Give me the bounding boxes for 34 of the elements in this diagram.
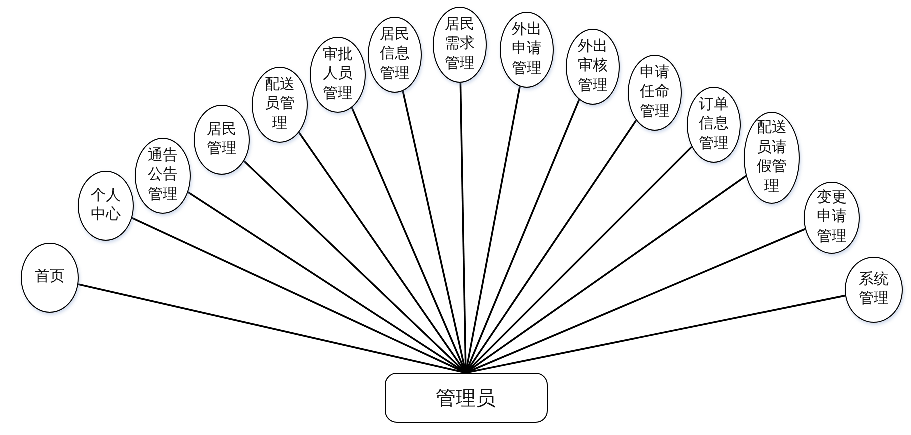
function-ellipse bbox=[500, 12, 554, 88]
function-ellipse bbox=[804, 182, 860, 254]
connector-line bbox=[78, 284, 466, 374]
function-ellipse bbox=[845, 257, 903, 323]
connector-line bbox=[466, 294, 846, 374]
node-label: 申请任命管理 bbox=[640, 64, 670, 122]
function-ellipse bbox=[21, 243, 79, 313]
node-label: 审批人员管理 bbox=[322, 46, 354, 104]
node-label: 变更申请管理 bbox=[816, 188, 848, 247]
role-box bbox=[384, 373, 548, 423]
node-label: 系统管理 bbox=[858, 270, 890, 309]
node-label: 居民需求管理 bbox=[444, 16, 476, 74]
node-label: 居民信息管理 bbox=[380, 26, 410, 84]
node-label: 配送员请假管理 bbox=[756, 119, 788, 196]
node-label: 订单信息管理 bbox=[698, 96, 730, 154]
node-label: 管理员 bbox=[436, 386, 496, 412]
node-label: 外出申请管理 bbox=[512, 20, 542, 79]
node-label: 首页 bbox=[34, 268, 66, 288]
function-ellipse bbox=[566, 29, 620, 105]
node-label: 居民管理 bbox=[206, 120, 238, 159]
node-label: 通告公告管理 bbox=[148, 146, 178, 205]
node-label: 配送员管理 bbox=[264, 76, 296, 134]
function-ellipse bbox=[628, 55, 682, 131]
function-ellipse bbox=[252, 67, 308, 143]
node-label: 外出审核管理 bbox=[578, 38, 608, 96]
function-ellipse bbox=[194, 105, 250, 175]
function-ellipse bbox=[78, 171, 134, 241]
function-ellipse bbox=[744, 112, 800, 204]
function-ellipse bbox=[433, 7, 487, 83]
function-ellipse bbox=[310, 37, 366, 113]
function-ellipse bbox=[135, 138, 191, 214]
function-ellipse bbox=[368, 17, 422, 93]
function-ellipse bbox=[687, 87, 741, 163]
node-label: 个人中心 bbox=[90, 186, 122, 225]
